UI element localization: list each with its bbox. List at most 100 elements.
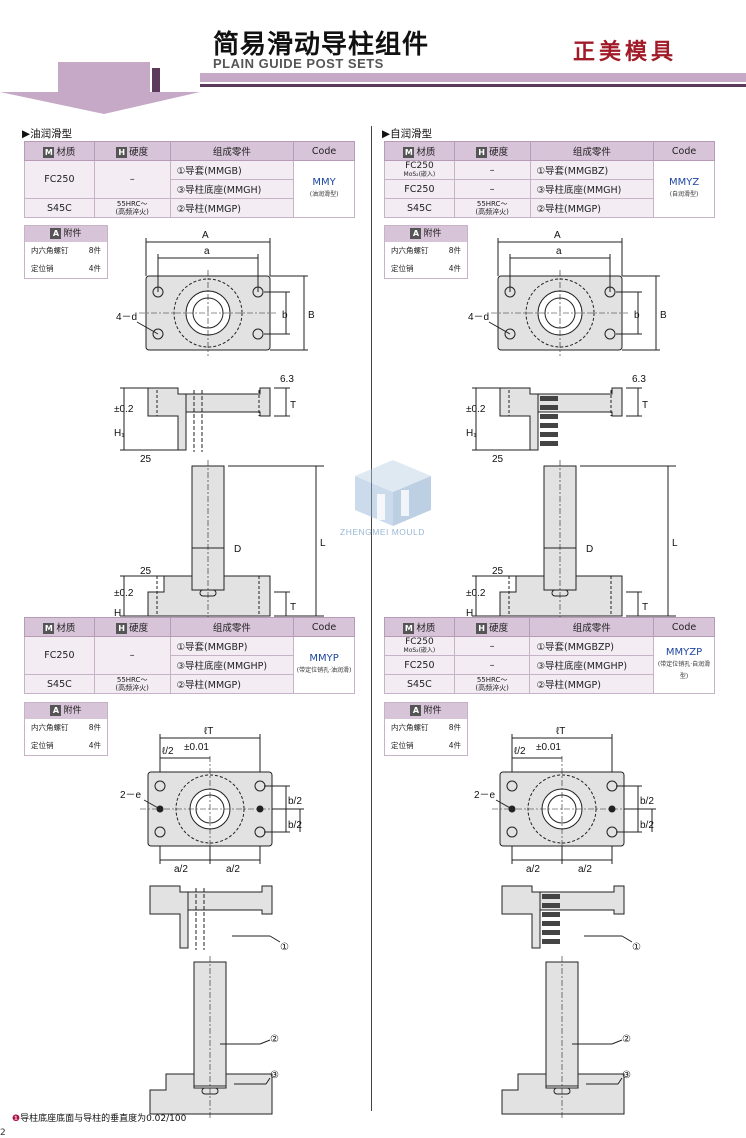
callout-2: ② [270, 1034, 279, 1045]
roughness: 25 [492, 454, 504, 465]
part-cell: ③导柱底座(MMGH) [529, 179, 655, 199]
section-title-oil: ▶油润滑型 [22, 128, 73, 140]
dim-l2: ℓ/2 [514, 746, 526, 757]
dim-l2-tol: ±0.01 [184, 742, 209, 753]
dim-b2: b/2 [288, 820, 302, 831]
material-cell: FC250 [384, 179, 455, 199]
dim-lT: ℓT [556, 726, 565, 737]
dim-4d: 4－d [116, 312, 137, 323]
roughness: 25 [140, 454, 152, 465]
material-cell: FC250 [24, 636, 95, 675]
dim-2e: 2－e [474, 790, 496, 801]
dim-l2-tol: ±0.01 [536, 742, 561, 753]
part-cell: ②导柱(MMGP) [169, 198, 295, 218]
dim-A: A [554, 230, 561, 241]
col-parts: 组成零件 [169, 141, 295, 161]
hardness-cell: – [453, 179, 531, 199]
col-code: Code [293, 141, 355, 161]
dim-4d: 4－d [468, 312, 489, 323]
dim-L: L [320, 538, 326, 549]
dim-H1: H₁ [466, 428, 477, 439]
dim-a2: a/2 [578, 864, 592, 875]
dim-lT: ℓT [204, 726, 213, 737]
page-title: 简易滑动导柱组件 [213, 30, 430, 60]
dim-H1: H₁ [114, 428, 125, 439]
material-cell: S45C [24, 674, 95, 694]
dim-b: b [282, 310, 288, 321]
watermark-logo [355, 460, 431, 526]
dim-a2: a/2 [226, 864, 240, 875]
note-icon: ❶ [12, 1114, 21, 1124]
dim-b: b [634, 310, 640, 321]
dim-T: T [290, 400, 296, 411]
part-cell: ③导柱底座(MMGH) [169, 179, 295, 199]
dim-A: A [202, 230, 209, 241]
material-cell: S45C [384, 674, 455, 694]
dim-tol: ±0.2 [114, 404, 134, 415]
dim-b2: b/2 [640, 796, 654, 807]
callout-2: ② [622, 1034, 631, 1045]
material-cell: S45C [384, 198, 455, 218]
brand-logo-text: 正美模具 [573, 39, 678, 65]
roughness: 6.3 [280, 374, 294, 385]
page-number: 2 [0, 1128, 6, 1138]
dim-l2: ℓ/2 [162, 746, 174, 757]
dim-L: L [672, 538, 678, 549]
dim-H: H [466, 608, 473, 619]
code-cell: MMY(油润滑型) [293, 160, 355, 218]
dim-D: D [234, 544, 241, 555]
part-cell: ③导柱底座(MMGHP) [169, 655, 295, 675]
col-parts: 组成零件 [529, 141, 655, 161]
drawing-mmy: A a b B 4－d 6.3 T H₁ ±0.2 25 D L 25 H ±0… [114, 230, 326, 633]
col-parts: 组成零件 [529, 617, 655, 637]
hardness-cell: – [93, 636, 171, 675]
part-cell: ①导套(MMGBZP) [529, 636, 655, 656]
hardness-cell: 55HRC～(高频淬火) [93, 674, 171, 694]
material-cell: FC250 [384, 655, 455, 675]
code-cell: MMYZP(带定位销孔·自润滑型) [653, 636, 715, 694]
dim-tol: ±0.2 [466, 588, 486, 599]
part-cell: ①导套(MMGBP) [169, 636, 295, 656]
code-cell: MMYZ(自润滑型) [653, 160, 715, 218]
dim-H: H [114, 608, 121, 619]
hardness-cell: – [453, 636, 531, 656]
dim-b2: b/2 [640, 820, 654, 831]
part-cell: ①导套(MMGB) [169, 160, 295, 180]
callout-3: ③ [270, 1070, 279, 1081]
dim-T: T [290, 602, 296, 613]
dim-a2: a/2 [174, 864, 188, 875]
dim-a: a [556, 246, 562, 257]
callout-3: ③ [622, 1070, 631, 1081]
callout-1: ① [280, 942, 289, 953]
dim-tol: ±0.2 [466, 404, 486, 415]
page-subtitle: PLAIN GUIDE POST SETS [213, 56, 384, 71]
dim-a2: a/2 [526, 864, 540, 875]
part-cell: ②导柱(MMGP) [529, 674, 655, 694]
roughness: 25 [492, 566, 504, 577]
